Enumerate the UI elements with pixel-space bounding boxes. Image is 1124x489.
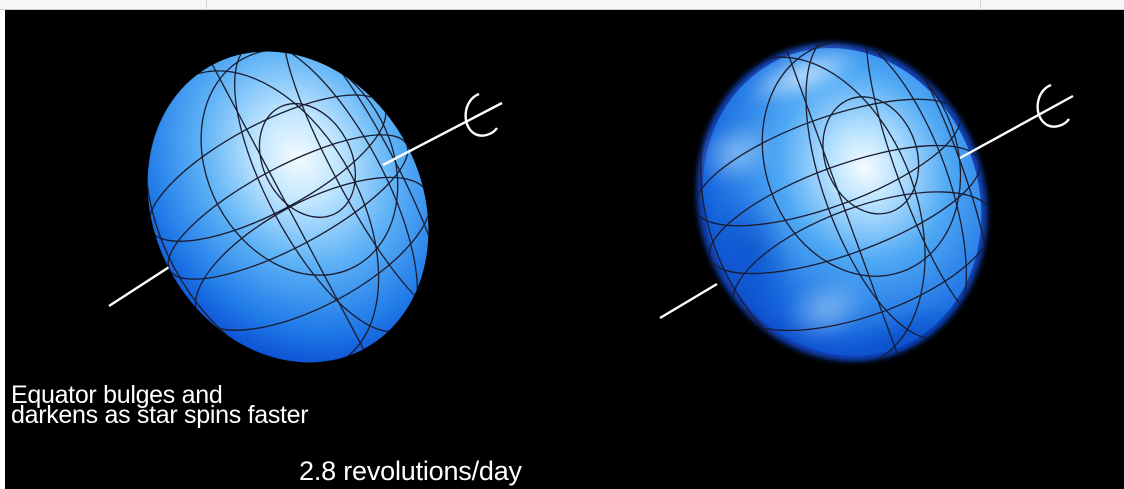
strip-divider (980, 0, 981, 9)
caption: Equator bulges and darkens as star spins… (11, 381, 309, 429)
rotation-axis-lower (108, 258, 181, 308)
rotation-arrow-icon (1036, 83, 1070, 128)
caption-line-2: darkens as star spins faster (11, 401, 309, 429)
rotation-rate-label: 2.8 revolutions/day (299, 456, 522, 486)
rotation-axis-lower (659, 282, 718, 320)
caption-line-1: Equator bulges and (11, 381, 223, 409)
rotation-axis-upper (959, 94, 1074, 160)
strip-divider (206, 0, 207, 9)
surface-mottling (696, 46, 975, 376)
star-illustration: Equator bulges and darkens as star spins… (5, 10, 1124, 489)
top-strip (0, 0, 1124, 10)
right-star (659, 17, 1074, 376)
rotation-arrow-icon (464, 92, 498, 137)
rotation-axis-upper (382, 101, 503, 167)
star-figure (108, 17, 1074, 376)
left-star (108, 23, 503, 371)
